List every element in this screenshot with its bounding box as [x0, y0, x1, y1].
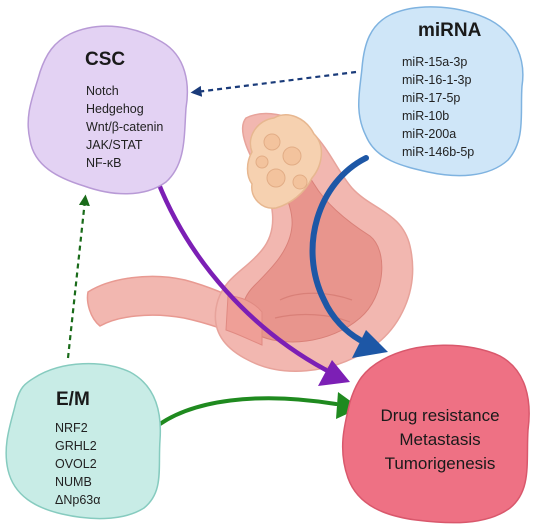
csc-item: NF-κB	[86, 156, 121, 170]
outcome-blob	[341, 344, 530, 524]
pylorus-shape	[225, 295, 263, 346]
mirna-title: miRNA	[418, 20, 482, 41]
outcome-node: Drug resistance Metastasis Tumorigenesis	[341, 344, 530, 524]
tumor-cell	[255, 155, 269, 169]
em-item: GRHL2	[55, 439, 97, 453]
dashed-arrow-em-to-csc	[66, 194, 90, 359]
stomach-fold	[274, 313, 351, 323]
stomach-fold	[279, 292, 353, 301]
mirna-item: miR-17-5p	[402, 91, 460, 105]
tumor-cell	[263, 133, 281, 151]
em-blob	[5, 362, 162, 520]
csc-item: JAK/STAT	[86, 138, 143, 152]
tumor-cell	[266, 168, 286, 188]
blue-arrowhead	[352, 330, 388, 358]
green-arrow-em-to-outcomes	[150, 396, 338, 432]
csc-blob	[27, 25, 189, 195]
mirna-item: miR-200a	[402, 127, 456, 141]
em-item: ΔNp63α	[55, 493, 100, 507]
mirna-item: miR-16-1-3p	[402, 73, 472, 87]
outcome-item: Metastasis	[399, 430, 480, 449]
mirna-blob	[357, 6, 524, 177]
csc-node: CSC Notch Hedgehog Wnt/β-catenin JAK/STA…	[27, 25, 189, 195]
blue-arrow-mirna-to-outcomes	[309, 155, 369, 343]
outcome-item: Tumorigenesis	[385, 454, 496, 473]
tumor-cell	[282, 146, 302, 166]
purple-arrowhead	[318, 360, 350, 386]
csc-title: CSC	[85, 49, 125, 70]
em-item: NUMB	[55, 475, 92, 489]
em-node: E/M NRF2 GRHL2 OVOL2 NUMB ΔNp63α	[5, 362, 162, 520]
csc-item: Notch	[86, 84, 119, 98]
green-arrowhead	[336, 392, 360, 419]
dashed-arrow-mirna-to-csc	[190, 70, 357, 97]
csc-item: Hedgehog	[86, 102, 144, 116]
outcome-item: Drug resistance	[380, 406, 499, 425]
em-title: E/M	[56, 389, 90, 410]
tumor-cell	[292, 174, 308, 190]
mirna-item: miR-15a-3p	[402, 55, 467, 69]
csc-item: Wnt/β-catenin	[86, 120, 163, 134]
em-item: OVOL2	[55, 457, 97, 471]
mirna-node: miRNA miR-15a-3p miR-16-1-3p miR-17-5p m…	[357, 6, 524, 177]
purple-arrow-csc-to-outcomes	[155, 179, 329, 373]
mirna-item: miR-10b	[402, 109, 449, 123]
em-item: NRF2	[55, 421, 88, 435]
mirna-item: miR-146b-5p	[402, 145, 474, 159]
